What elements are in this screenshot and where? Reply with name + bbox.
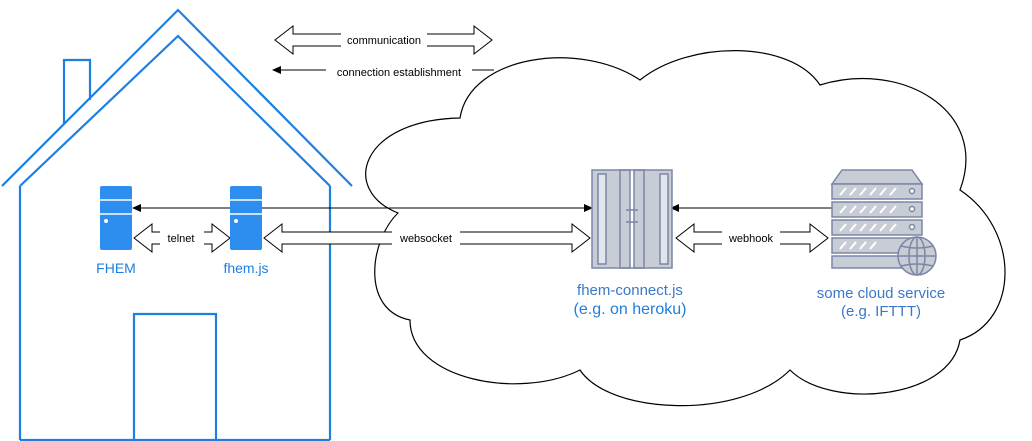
cloud-service-server-icon — [830, 169, 924, 269]
communication-label-bg — [341, 33, 427, 47]
telnet-label: telnet — [168, 233, 195, 245]
webhook-label: webhook — [728, 233, 774, 245]
websocket-label-bg — [392, 231, 460, 245]
connection-label-bg — [326, 63, 472, 77]
communication-label: communication — [347, 35, 421, 47]
telnet-label-bg — [160, 231, 204, 245]
house-outline — [1, 8, 353, 441]
cloud-service-label: some cloud service — [817, 285, 945, 302]
cloud-shape — [365, 50, 1006, 407]
fhem-js-label: fhem.js — [223, 260, 268, 276]
fhem-server-icon — [100, 186, 132, 250]
webhook-label-bg — [722, 231, 780, 245]
websocket-label: websocket — [399, 233, 452, 245]
globe-icon — [897, 236, 937, 276]
connection-establishment-label: connection establishment — [337, 67, 461, 79]
fhem-label: FHEM — [96, 260, 136, 276]
cloud-service-sub-label: (e.g. IFTTT) — [841, 303, 921, 320]
fhem-connect-label: fhem-connect.js — [577, 282, 683, 299]
connection-lines — [132, 204, 832, 212]
fhem-connect-server-rack-icon — [591, 169, 673, 269]
fhem-connect-sub-label: (e.g. on heroku) — [574, 301, 687, 318]
connection-arrow-head — [272, 66, 281, 74]
fhem-js-server-icon — [230, 186, 262, 250]
legend: communication connection establishment — [272, 24, 494, 79]
